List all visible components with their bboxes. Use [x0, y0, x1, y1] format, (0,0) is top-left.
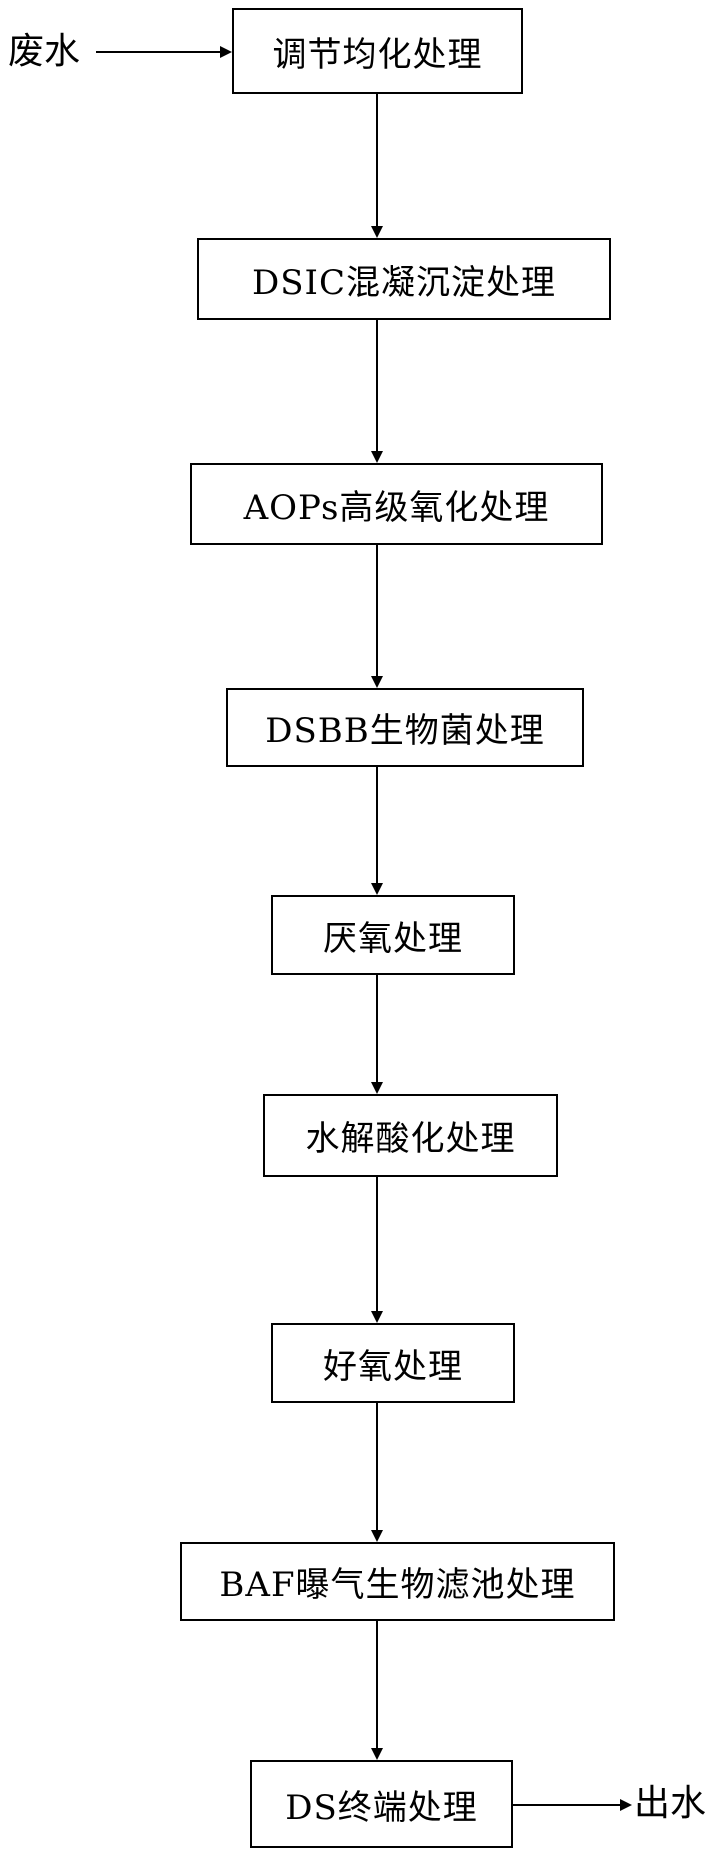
step-label: 调节均化处理	[272, 34, 483, 75]
step-baf-biofilter: BAF曝气生物滤池处理	[180, 1542, 615, 1621]
step-label: BAF曝气生物滤池处理	[219, 1565, 576, 1605]
step-label: 水解酸化处理	[305, 1119, 516, 1159]
step-dsbb-bacteria: DSBB生物菌处理	[226, 688, 584, 767]
step-label: DSIC混凝沉淀处理	[252, 262, 556, 303]
step-aops-advanced-oxidation: AOPs高级氧化处理	[190, 463, 603, 545]
step-label: 好氧处理	[323, 1346, 463, 1387]
step-ds-terminal: DS终端处理	[250, 1760, 513, 1848]
step-label: 厌氧处理	[323, 918, 463, 959]
step-anaerobic: 厌氧处理	[271, 895, 515, 975]
output-label: 出水	[634, 1783, 707, 1824]
step-equalization: 调节均化处理	[232, 8, 523, 94]
step-label: DSBB生物菌处理	[265, 711, 545, 751]
input-label: 废水	[8, 31, 81, 72]
step-dsic-coagulation-sedimentation: DSIC混凝沉淀处理	[197, 238, 611, 320]
step-hydrolysis-acidification: 水解酸化处理	[263, 1094, 558, 1177]
step-aerobic: 好氧处理	[271, 1323, 515, 1403]
step-label: DS终端处理	[285, 1787, 478, 1828]
step-label: AOPs高级氧化处理	[243, 487, 550, 528]
